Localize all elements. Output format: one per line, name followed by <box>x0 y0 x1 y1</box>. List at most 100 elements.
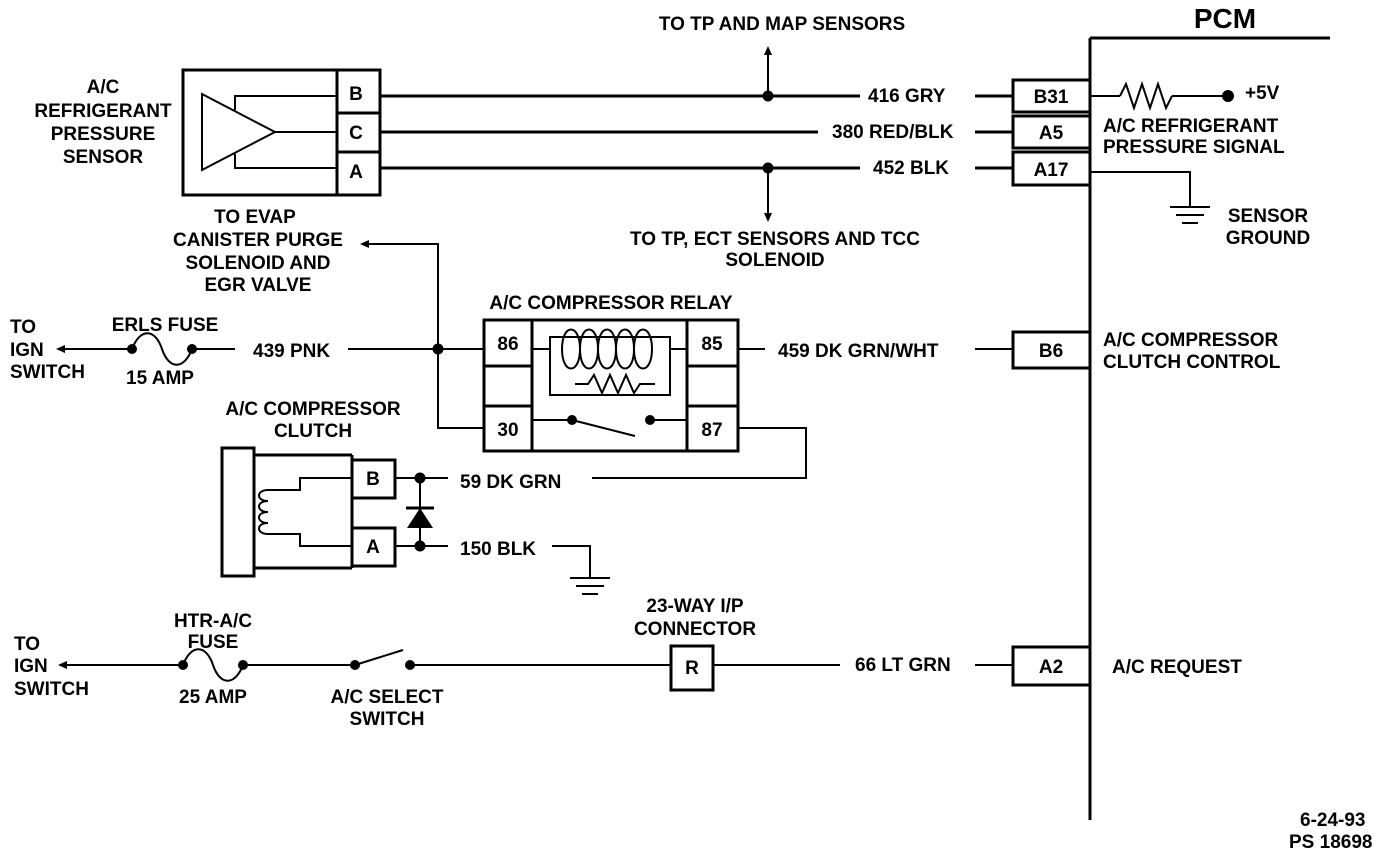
diode-icon <box>407 508 433 528</box>
footer-code: PS 18698 <box>1289 832 1372 853</box>
clutch-pin-b-box <box>350 458 397 500</box>
pcm-plus5v-label: +5V <box>1245 83 1280 104</box>
htr-fuse-rating: 25 AMP <box>179 687 247 708</box>
relay-pin-85: 85 <box>701 334 723 355</box>
sensor-wires: 416 GRY TO TP AND MAP SENSORS 380 RED/BL… <box>380 14 1013 271</box>
wire-150-ground <box>552 545 591 578</box>
sensor-label-4: SENSOR <box>63 147 144 168</box>
footer: 6-24-93 PS 18698 <box>1289 810 1372 853</box>
sensor-pin-a: A <box>349 162 363 183</box>
wire-87-to-clutch <box>592 427 807 479</box>
ign1-label-1: TO <box>10 317 36 338</box>
plus5v-terminal <box>1222 90 1234 102</box>
pcm-pin-a17: A17 <box>1034 160 1069 181</box>
evap-note: TO EVAP CANISTER PURGE SOLENOID AND EGR … <box>173 207 439 349</box>
ip-connector-box <box>669 644 715 692</box>
pcm-clutch-label-2: CLUTCH CONTROL <box>1103 352 1281 373</box>
wire-452-label: 452 BLK <box>873 158 949 179</box>
pressure-sensor: B C A A/C REFRIGERANT PRESSURE SENSOR <box>34 68 382 197</box>
pcm-pin-a5: A5 <box>1039 123 1064 144</box>
select-switch-label-2: SWITCH <box>350 709 425 730</box>
pcm-module: PCM B31 A5 A17 B6 A2 +5V A/C REFRIGERANT… <box>1011 3 1330 820</box>
pcm-signal-label-1: A/C REFRIGERANT <box>1103 116 1279 137</box>
pullup-resistor-icon <box>1119 80 1173 112</box>
ign1-label-3: SWITCH <box>10 362 85 383</box>
clutch-coil-lead-bottom <box>268 533 352 547</box>
relay-coil-icon <box>561 328 654 370</box>
wire-380-label: 380 RED/BLK <box>832 122 954 143</box>
wire-150-label: 150 BLK <box>460 539 536 560</box>
ign2-label-3: SWITCH <box>14 679 89 700</box>
relay-wiring: 439 PNK 459 DK GRN/WHT <box>187 341 1013 479</box>
footer-date: 6-24-93 <box>1300 810 1366 831</box>
pcm-title: PCM <box>1194 3 1256 34</box>
htr-fuse-label-2: FUSE <box>188 632 239 653</box>
relay-suppression-resistor-icon <box>575 372 655 396</box>
htr-fuse-label-1: HTR-A/C <box>174 611 252 632</box>
note-tp-ect-2: SOLENOID <box>725 250 824 271</box>
wire-459-label: 459 DK GRN/WHT <box>778 341 939 362</box>
erls-fuse-name: ERLS FUSE <box>112 315 219 336</box>
erls-fuse-rating: 15 AMP <box>126 368 194 389</box>
sensor-ground-wire <box>1090 171 1191 207</box>
sensor-label-3: PRESSURE <box>51 124 156 145</box>
ip-connector-pin: R <box>685 658 699 679</box>
note-evap-2: CANISTER PURGE <box>173 230 343 251</box>
wire-416-label: 416 GRY <box>868 86 946 107</box>
pcm-ground-label-2: GROUND <box>1226 228 1310 249</box>
note-tp-ect-1: TO TP, ECT SENSORS AND TCC <box>630 229 920 250</box>
amplifier-icon <box>201 92 278 172</box>
sensor-pin-b: B <box>349 84 363 105</box>
clutch-coil-icon <box>258 489 269 535</box>
pcm-signal-label-2: PRESSURE SIGNAL <box>1103 137 1285 158</box>
select-switch-arm-icon <box>354 649 404 666</box>
relay-pin-87: 87 <box>701 420 722 441</box>
clutch-label-2: CLUTCH <box>274 421 352 442</box>
pcm-ground-label-1: SENSOR <box>1228 206 1309 227</box>
htr-fuse-icon <box>182 648 244 682</box>
sensor-label-1: A/C <box>87 77 120 98</box>
wire-439-label: 439 PNK <box>253 341 330 362</box>
wire-66-label: 66 LT GRN <box>855 655 951 676</box>
splice-150 <box>414 540 426 552</box>
pcm-pin-b31: B31 <box>1034 87 1069 108</box>
sensor-internal-b <box>234 95 337 110</box>
relay-switch-arm-icon <box>571 419 636 437</box>
ign2-label-1: TO <box>14 634 40 655</box>
pcm-request-label: A/C REQUEST <box>1112 657 1242 678</box>
pcm-pin-a5-box <box>1011 114 1092 150</box>
pcm-pin-b6: B6 <box>1039 341 1063 362</box>
ign2-label-2: IGN <box>14 656 48 677</box>
note-evap-1: TO EVAP <box>214 207 296 228</box>
wire-439-to-30 <box>437 349 484 429</box>
pcm-pin-a2-box <box>1011 645 1092 687</box>
clutch-plate <box>220 446 256 578</box>
clutch-pin-a: A <box>366 537 380 558</box>
clutch-coil-lead-top <box>268 477 352 491</box>
sensor-label-2: REFRIGERANT <box>34 101 172 122</box>
note-evap-4: EGR VALVE <box>205 275 312 296</box>
relay-pin-86: 86 <box>497 334 518 355</box>
clutch-pin-b: B <box>366 469 380 490</box>
sensor-internal-a <box>234 154 337 169</box>
ac-request-circuit: TO IGN SWITCH HTR-A/C FUSE 25 AMP A/C SE… <box>14 596 1013 730</box>
sensor-pin-c: C <box>349 123 363 144</box>
erls-fuse-terminal-right <box>187 344 197 354</box>
erls-fuse-circuit: TO IGN SWITCH ERLS FUSE 15 AMP <box>10 315 218 389</box>
compressor-clutch: A/C COMPRESSOR CLUTCH B A <box>220 399 401 578</box>
relay-body <box>482 318 740 453</box>
relay-coil-frame <box>549 336 671 396</box>
select-switch-label-1: A/C SELECT <box>331 687 444 708</box>
relay-pin-30: 30 <box>497 420 518 441</box>
compressor-relay: A/C COMPRESSOR RELAY 86 85 30 87 <box>482 293 740 453</box>
arrow-evap <box>360 240 439 349</box>
ip-connector-label-1: 23-WAY I/P <box>646 596 743 617</box>
relay-title: A/C COMPRESSOR RELAY <box>489 293 732 314</box>
clutch-label-1: A/C COMPRESSOR <box>225 399 401 420</box>
note-evap-3: SOLENOID AND <box>186 253 331 274</box>
wire-59-label: 59 DK GRN <box>460 472 561 493</box>
pcm-clutch-label-1: A/C COMPRESSOR <box>1103 330 1279 351</box>
ign1-label-2: IGN <box>10 340 44 361</box>
note-tp-map: TO TP AND MAP SENSORS <box>659 14 905 35</box>
